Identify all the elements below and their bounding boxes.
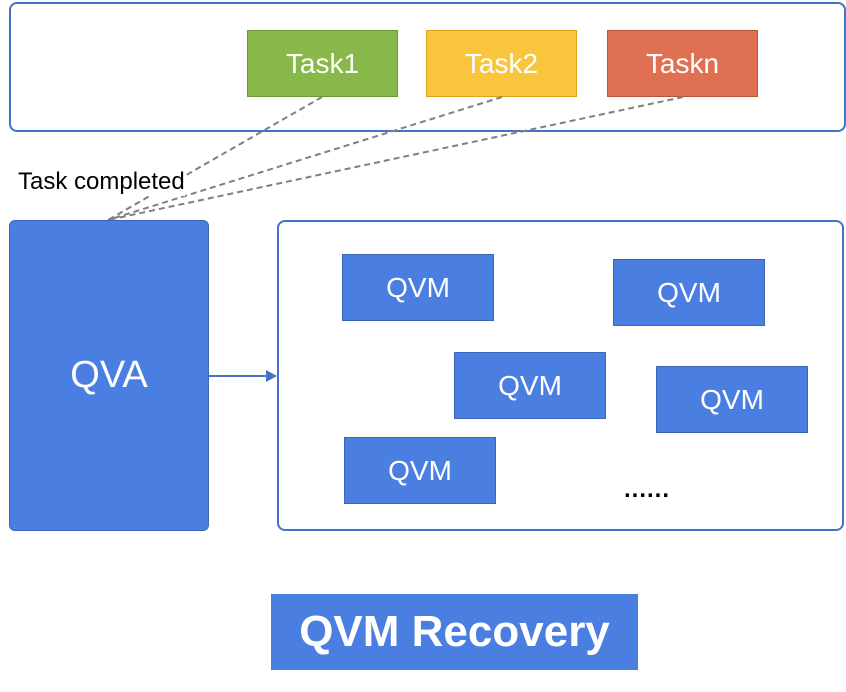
ellipsis-text: ......	[624, 476, 671, 503]
taskn-box: Taskn	[607, 30, 758, 97]
qva-box: QVA	[9, 220, 209, 531]
qva-label: QVA	[70, 354, 148, 396]
task2-label: Task2	[464, 47, 539, 79]
qvm-box: QVM	[656, 366, 808, 433]
task1-box: Task1	[247, 30, 398, 97]
qvm-label: QVM	[498, 369, 562, 401]
qvm-box: QVM	[344, 437, 496, 504]
qvm-box: QVM	[613, 259, 765, 326]
qvm-box: QVM	[454, 352, 606, 419]
task-completed-text: Task completed	[18, 168, 185, 195]
task-completed-annotation: Task completed	[18, 168, 185, 196]
diagram-caption: QVM Recovery	[271, 594, 638, 670]
caption-text: QVM Recovery	[299, 607, 610, 656]
qvm-label: QVM	[386, 271, 450, 303]
qvm-box: QVM	[342, 254, 494, 321]
ellipsis: ......	[624, 476, 670, 504]
task2-box: Task2	[426, 30, 577, 97]
qva-arrow-head	[266, 370, 277, 382]
taskn-label: Taskn	[645, 47, 720, 79]
task1-label: Task1	[285, 47, 360, 79]
qvm-label: QVM	[700, 383, 764, 415]
qvm-label: QVM	[388, 454, 452, 486]
qvm-label: QVM	[657, 276, 721, 308]
